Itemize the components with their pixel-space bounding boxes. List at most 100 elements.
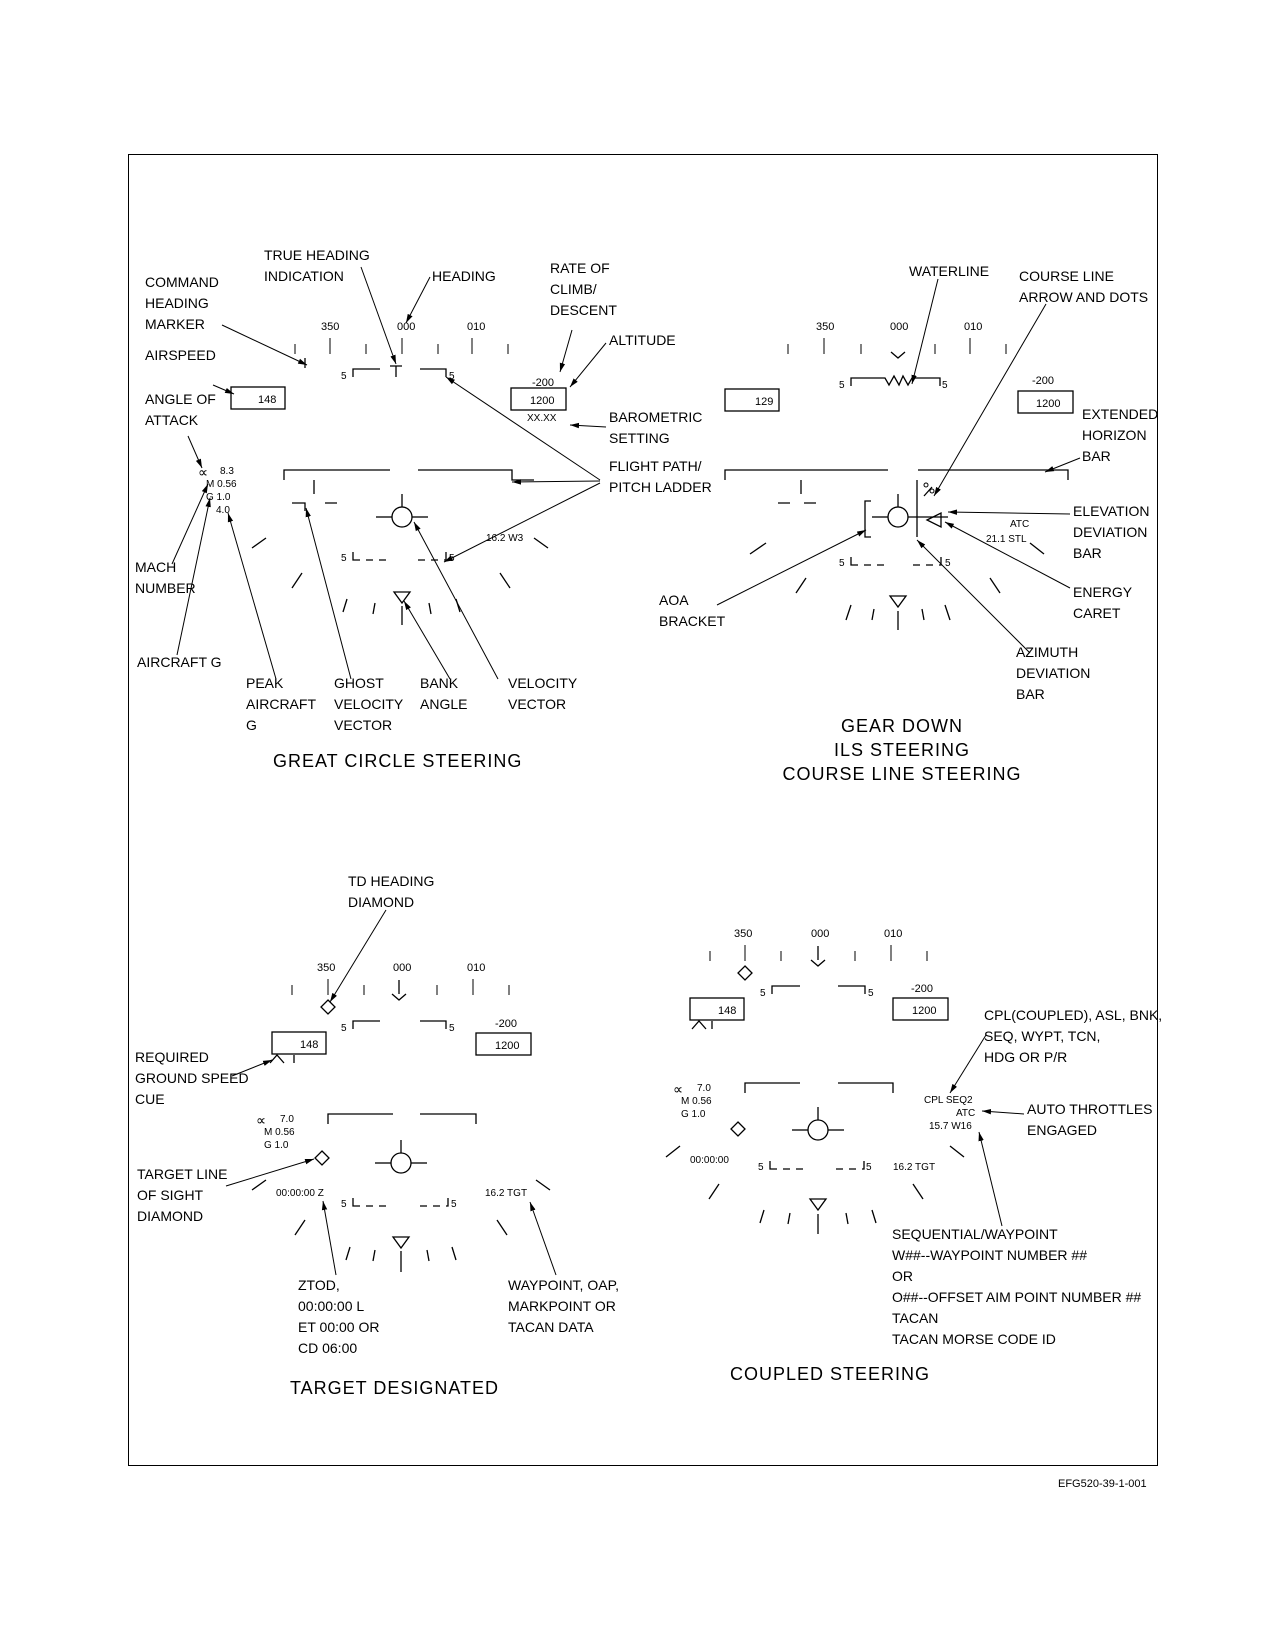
velocity-vector [792, 1107, 844, 1141]
pitch-label: 5 [341, 1199, 347, 1210]
pitch-bar-left [850, 377, 880, 386]
panel-coupled: 350 000 010 5 5 148 -200 1200 ∝ 7.0 M 0.… [665, 928, 1162, 1384]
hdg-tick-label: 010 [467, 321, 485, 333]
title-gear-down: GEAR DOWN [841, 716, 963, 736]
mach-value: M 0.56 [206, 479, 237, 490]
label-aircraft-g: AIRCRAFT G [137, 654, 222, 670]
ghost-velocity-vector [292, 502, 337, 511]
label-command-heading: COMMAND [145, 274, 219, 290]
airspeed-box [271, 1031, 327, 1055]
time-value: 00:00:00 Z [276, 1188, 324, 1199]
horizon-bar-right [420, 1113, 477, 1124]
atc-label: ATC [956, 1108, 975, 1119]
label-elevation-dev: ELEVATION [1073, 503, 1150, 519]
label-auto-throttles: AUTO THROTTLES [1027, 1101, 1153, 1117]
td-heading-diamond [320, 999, 336, 1015]
airspeed-value: 129 [755, 396, 773, 408]
bank-angle-pointer [808, 1198, 828, 1212]
velocity-vector [376, 494, 428, 528]
label-aoa: ANGLE OF [145, 391, 216, 407]
waypoint-value: 15.7 W16 [929, 1121, 972, 1132]
aoa-symbol: ∝ [256, 1112, 266, 1128]
figure-id: EFG520-39-1-001 [1058, 1478, 1147, 1490]
heading-scale-ticks [787, 338, 1007, 354]
pitch-bar-right [420, 368, 447, 377]
rate-of-climb-value: -200 [532, 377, 554, 389]
g-value: G 1.0 [264, 1140, 289, 1151]
pitch-label: 5 [451, 1199, 457, 1210]
airspeed-value: 148 [258, 394, 276, 406]
altitude-value: 1200 [495, 1040, 519, 1052]
cpl-value: CPL SEQ2 [924, 1095, 973, 1106]
bank-angle-pointer [391, 1236, 411, 1250]
label-heading: HEADING [432, 268, 496, 284]
extended-horizon-left [724, 469, 888, 480]
pitch-bar-right [420, 1020, 447, 1029]
aoa-symbol: ∝ [673, 1081, 683, 1097]
label-waterline: WATERLINE [909, 263, 989, 279]
pitch-label: 5 [760, 988, 766, 999]
pitch-bar-left [771, 985, 800, 994]
title-coupled: COUPLED STEERING [730, 1364, 930, 1384]
svg-text:CPL(COUPLED), ASL, BNK,SEQ, WY: CPL(COUPLED), ASL, BNK,SEQ, WYPT, TCN,HD… [984, 1007, 1162, 1065]
pitch-bar-left [352, 368, 380, 377]
g-value: G 1.0 [681, 1109, 706, 1120]
hdg-tick-label: 350 [816, 321, 834, 333]
neg-pitch-bar-left [850, 557, 884, 566]
course-dot [929, 488, 935, 494]
aoa-value: 7.0 [697, 1083, 711, 1094]
horizon-bar-right [418, 469, 534, 481]
baro-setting-value: XX.XX [527, 413, 557, 424]
label-ghost-vv: GHOST [334, 675, 384, 691]
pitch-label: 5 [449, 371, 455, 382]
pitch-bar-right [916, 377, 941, 386]
label-energy-caret: ENERGY [1073, 584, 1133, 600]
aoa-value: 8.3 [220, 466, 234, 477]
hdg-tick-label: 000 [397, 321, 415, 333]
mach-value: M 0.56 [681, 1096, 712, 1107]
altitude-box [510, 387, 567, 411]
hdg-tick-label: 000 [393, 962, 411, 974]
heading-caret [391, 980, 407, 1001]
pitch-label: 5 [341, 553, 347, 564]
true-heading-marker [390, 365, 402, 377]
pitch-label: 5 [868, 988, 874, 999]
pitch-label: 5 [839, 380, 845, 391]
bank-scale [251, 537, 549, 625]
neg-pitch-bar-left [769, 1161, 803, 1170]
waterline-symbol [880, 374, 916, 387]
label-course-line: COURSE LINE [1019, 268, 1114, 284]
leader-lines [225, 909, 557, 1276]
title-great-circle: GREAT CIRCLE STEERING [273, 751, 522, 771]
pitch-label: 5 [758, 1162, 764, 1173]
horizon-bar-left [327, 1113, 393, 1124]
label-ztod: ZTOD, [298, 1277, 340, 1293]
altitude-value: 1200 [912, 1005, 936, 1017]
label-aoa-bracket: AOA [659, 592, 689, 608]
pitch-label: 5 [945, 558, 951, 569]
label-velocity-vector: VELOCITY [508, 675, 578, 691]
hdg-tick-label: 350 [321, 321, 339, 333]
bank-angle-pointer [392, 591, 412, 605]
neg-pitch-bar-left [352, 552, 386, 561]
heading-caret [890, 351, 906, 359]
title-target-designated: TARGET DESIGNATED [290, 1378, 499, 1398]
panel-gear-down: 350 000 010 5 5 129 -200 1200 [659, 263, 1158, 784]
aoa-bracket [864, 500, 871, 538]
atc-label: ATC [1010, 519, 1029, 530]
airspeed-box [230, 386, 286, 410]
altitude-box [475, 1032, 532, 1056]
steer-data-value: 16.2 TGT [485, 1188, 527, 1199]
